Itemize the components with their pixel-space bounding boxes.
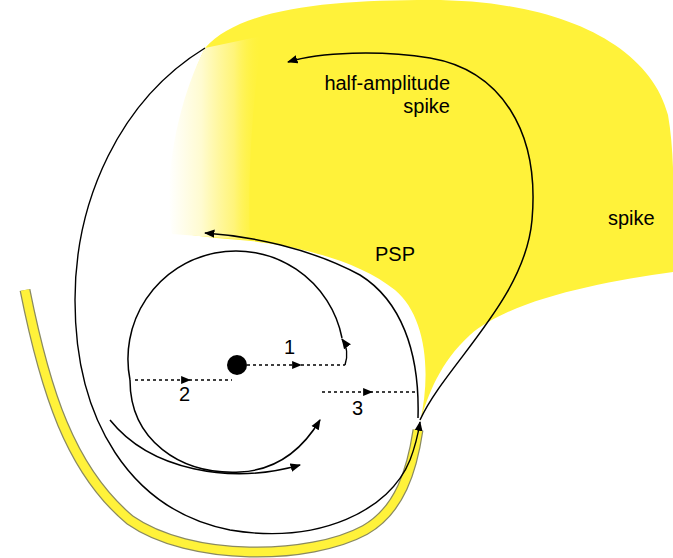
half-spike-trajectory xyxy=(288,53,533,420)
orbit-arc xyxy=(128,251,342,380)
rest-point xyxy=(227,355,247,375)
callout-number: 3 xyxy=(352,398,363,418)
callout-number: 2 xyxy=(179,384,190,404)
fade-wedge xyxy=(169,36,262,240)
psp-trajectory xyxy=(205,233,418,418)
outer-trajectory xyxy=(110,420,300,474)
callout-number: 1 xyxy=(284,337,295,357)
trajectory-label: half-amplitude spike xyxy=(300,72,450,118)
orbit-start xyxy=(342,339,347,365)
perturbation-1 xyxy=(247,364,345,365)
perturbation-3 xyxy=(322,391,416,392)
perturbation-2 xyxy=(135,379,232,380)
trajectory-label: PSP xyxy=(375,244,415,264)
region-label: spike xyxy=(608,208,655,228)
threshold-trajectory xyxy=(75,48,420,534)
orbit-return xyxy=(130,380,320,472)
